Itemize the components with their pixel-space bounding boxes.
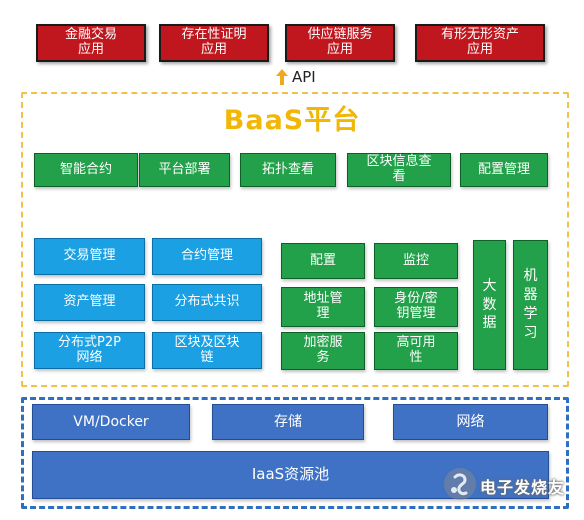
core-block-and-chain: 区块及区块 链 — [152, 332, 262, 369]
iaas-frame — [21, 397, 569, 509]
iaas-storage: 存储 — [212, 404, 364, 440]
app-supply-chain: 供应链服务 应用 — [285, 24, 395, 62]
app-financial-trading: 金融交易 应用 — [36, 24, 146, 62]
iaas-network: 网络 — [393, 404, 548, 440]
module-big-data: 大 数 据 — [473, 240, 506, 370]
api-connector: API — [276, 67, 316, 87]
baas-title: BaaS平台 — [223, 105, 361, 136]
service-monitoring: 监控 — [374, 243, 458, 279]
core-distributed-consensus: 分布式共识 — [152, 284, 262, 321]
arrow-up-icon — [276, 69, 288, 85]
service-encryption: 加密服 务 — [281, 332, 365, 370]
core-contract-management: 合约管理 — [152, 238, 262, 275]
core-transaction-management: 交易管理 — [34, 238, 145, 275]
module-machine-learning: 机 器 学 习 — [513, 240, 548, 370]
watermark-text: 电子发烧友 — [480, 478, 566, 497]
module-platform-deploy: 平台部署 — [139, 153, 230, 187]
service-high-availability: 高可用 性 — [374, 332, 458, 370]
module-topology-view: 拓扑查看 — [240, 153, 336, 187]
module-config-management: 配置管理 — [460, 153, 548, 187]
service-config: 配置 — [281, 243, 365, 279]
app-proof-of-existence: 存在性证明 应用 — [159, 24, 269, 62]
core-p2p-network: 分布式P2P 网络 — [34, 332, 145, 369]
app-asset-management: 有形无形资产 应用 — [415, 24, 545, 62]
service-identity-key-management: 身份/密 钥管理 — [374, 287, 458, 327]
api-label: API — [292, 68, 316, 86]
watermark-logo-icon — [444, 468, 476, 500]
module-block-info: 区块信息查 看 — [347, 153, 451, 187]
iaas-vm-docker: VM/Docker — [32, 404, 190, 440]
baas-platform-frame — [21, 92, 569, 387]
service-address-management: 地址管 理 — [281, 287, 365, 327]
module-smart-contract: 智能合约 — [34, 153, 138, 187]
core-asset-management: 资产管理 — [34, 284, 145, 321]
